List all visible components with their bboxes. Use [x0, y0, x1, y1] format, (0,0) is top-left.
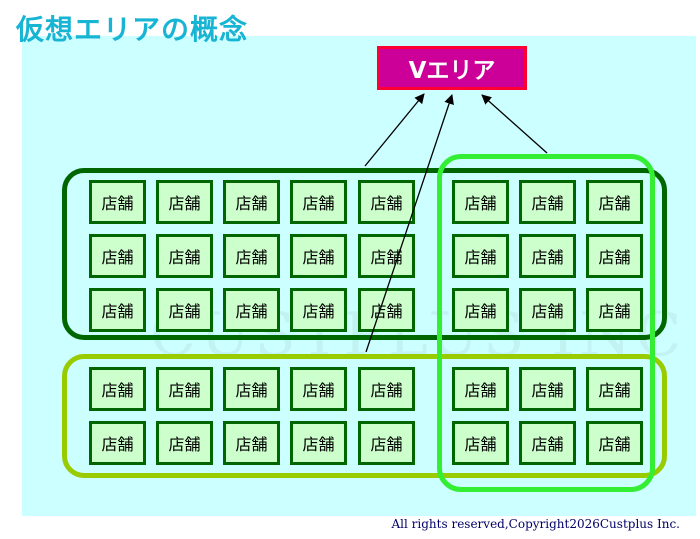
store-box: 店舗	[156, 180, 213, 224]
store-box: 店舗	[358, 234, 415, 278]
store-box: 店舗	[89, 421, 146, 465]
store-box: 店舗	[452, 367, 509, 411]
store-box: 店舗	[519, 180, 576, 224]
store-box: 店舗	[519, 288, 576, 332]
store-box: 店舗	[452, 234, 509, 278]
store-box: 店舗	[519, 234, 576, 278]
store-box: 店舗	[223, 234, 280, 278]
store-box: 店舗	[89, 180, 146, 224]
store-box: 店舗	[156, 421, 213, 465]
store-box: 店舗	[358, 421, 415, 465]
store-box: 店舗	[290, 421, 347, 465]
store-box: 店舗	[156, 288, 213, 332]
store-box: 店舗	[223, 367, 280, 411]
store-box: 店舗	[156, 234, 213, 278]
v-area-box[interactable]: Vエリア	[377, 46, 527, 90]
store-box: 店舗	[586, 288, 643, 332]
store-box: 店舗	[358, 288, 415, 332]
store-box: 店舗	[223, 180, 280, 224]
store-box: 店舗	[223, 421, 280, 465]
store-box: 店舗	[452, 180, 509, 224]
store-box: 店舗	[156, 367, 213, 411]
store-box: 店舗	[89, 288, 146, 332]
store-box: 店舗	[452, 288, 509, 332]
store-box: 店舗	[586, 367, 643, 411]
page-title: 仮想エリアの概念	[16, 13, 249, 46]
store-box: 店舗	[586, 421, 643, 465]
store-box: 店舗	[586, 180, 643, 224]
store-box: 店舗	[290, 288, 347, 332]
store-box: 店舗	[223, 288, 280, 332]
store-box: 店舗	[290, 367, 347, 411]
store-box: 店舗	[358, 367, 415, 411]
store-box: 店舗	[519, 421, 576, 465]
store-box: 店舗	[89, 367, 146, 411]
store-box: 店舗	[358, 180, 415, 224]
store-box: 店舗	[89, 234, 146, 278]
store-box: 店舗	[586, 234, 643, 278]
store-box: 店舗	[290, 180, 347, 224]
store-box: 店舗	[519, 367, 576, 411]
copyright-footer: All rights reserved,Copyright2026Custplu…	[391, 517, 680, 531]
store-box: 店舗	[290, 234, 347, 278]
store-box: 店舗	[452, 421, 509, 465]
